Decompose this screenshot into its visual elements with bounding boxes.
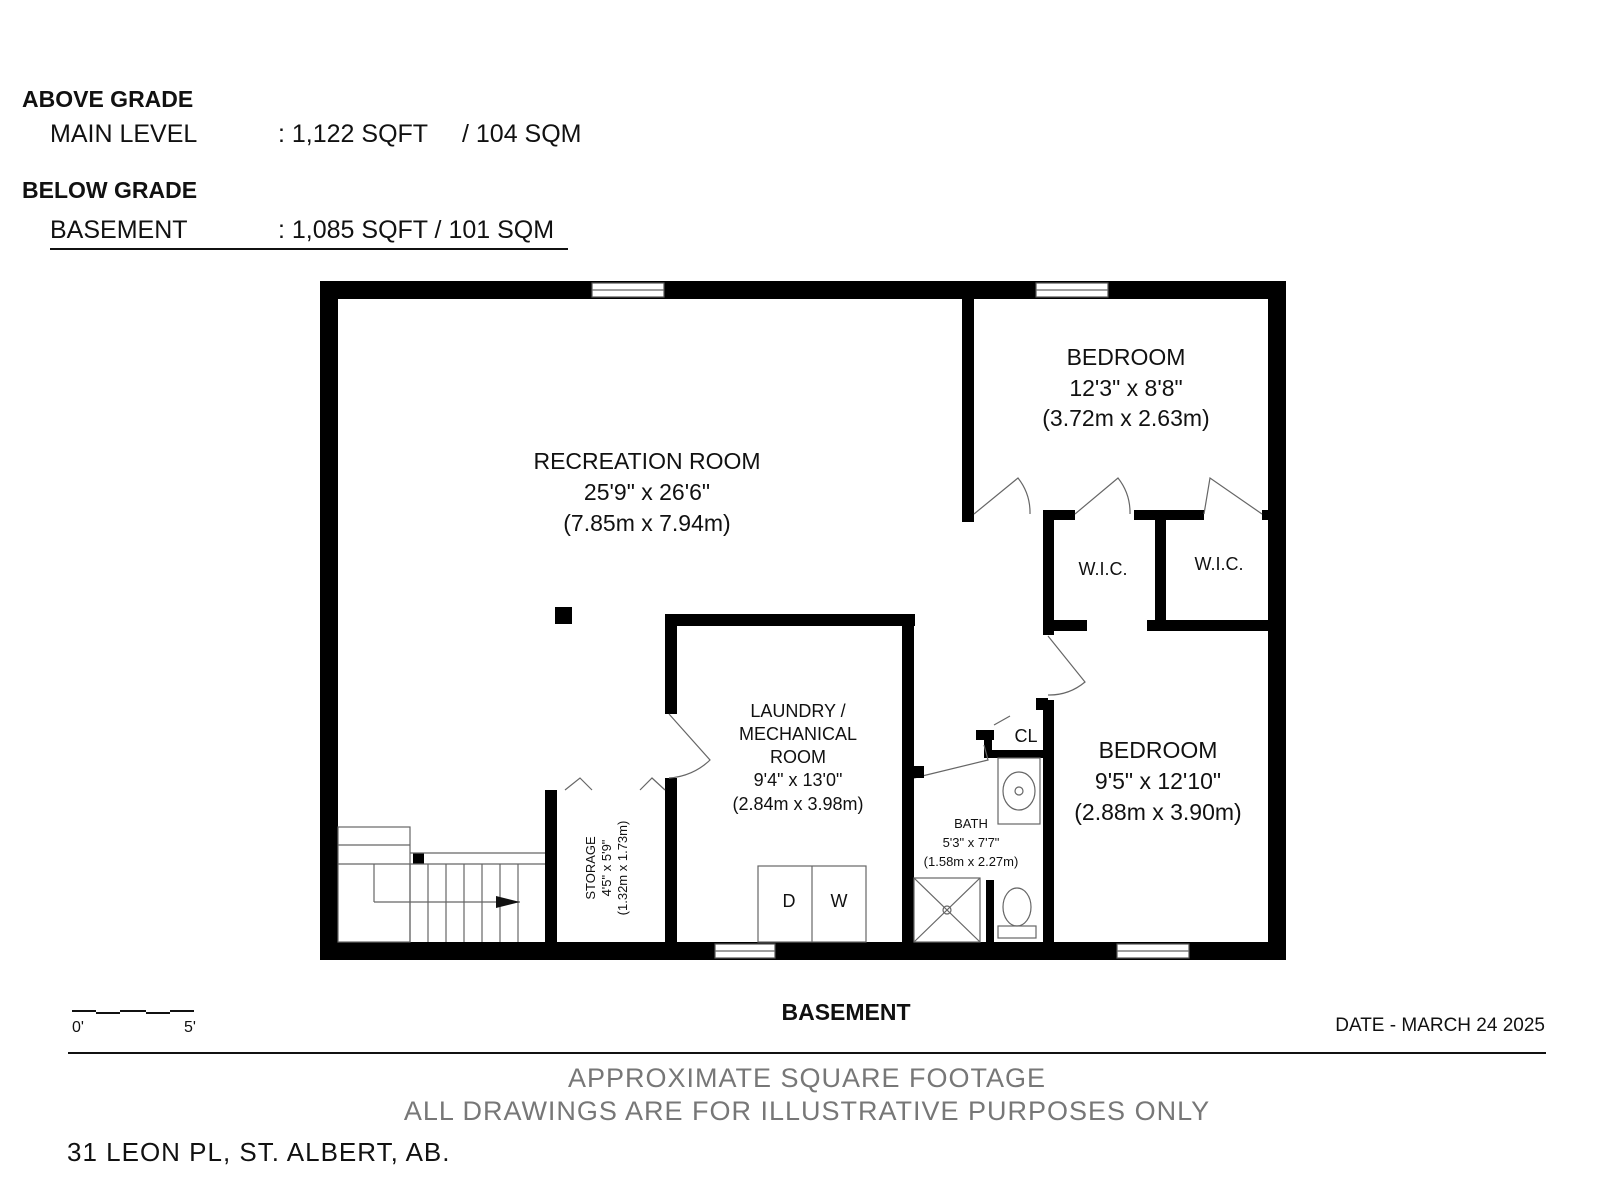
bedroom-bottom-name: BEDROOM — [1099, 737, 1218, 763]
basement-area-value: : 1,085 SQFT / 101 SQM — [278, 216, 554, 244]
windows — [591, 282, 1190, 959]
laundry-name-line3: ROOM — [770, 747, 826, 767]
stair-arrow-icon — [496, 896, 520, 908]
basement-label: BASEMENT — [50, 216, 188, 244]
sink-icon — [1002, 771, 1036, 811]
outer-wall-top — [320, 281, 1286, 299]
recreation-room-name: RECREATION ROOM — [533, 448, 760, 474]
bath-top-wall — [990, 750, 1045, 758]
disclaimer-line-2: ALL DRAWINGS ARE FOR ILLUSTRATIVE PURPOS… — [404, 1096, 1210, 1126]
wic-divider-wall — [1155, 520, 1166, 628]
bedroom-top-metric: (3.72m x 2.63m) — [1042, 405, 1209, 431]
bedroom-bottom-metric: (2.88m x 3.90m) — [1074, 799, 1241, 825]
main-level-sqm: / 104 SQM — [462, 120, 582, 148]
recreation-room-metric: (7.85m x 7.94m) — [563, 510, 730, 536]
main-level-label: MAIN LEVEL — [50, 120, 197, 148]
dryer-label: D — [783, 891, 796, 911]
property-address: 31 LEON PL, ST. ALBERT, AB. — [67, 1137, 450, 1167]
storage-name: STORAGE — [583, 836, 598, 900]
bedroom-top-imperial: 12'3" x 8'8" — [1069, 375, 1182, 401]
bedroom-top-name: BEDROOM — [1067, 344, 1186, 370]
recreation-room-imperial: 25'9" x 26'6" — [584, 479, 710, 505]
toilet-tank — [997, 925, 1037, 939]
main-level-sqft: : 1,122 SQFT — [278, 120, 428, 148]
disclaimer-line-1: APPROXIMATE SQUARE FOOTAGE — [568, 1063, 1046, 1093]
storage-left-wall — [545, 790, 557, 942]
washer-label: W — [831, 891, 848, 911]
outer-wall-right — [1268, 281, 1286, 960]
door-wic-left — [1074, 477, 1131, 515]
support-column — [555, 607, 572, 624]
closet-left-wall — [984, 730, 992, 758]
drawing-date: DATE - MARCH 24 2025 — [1335, 1015, 1545, 1036]
bedroom-top-bottom-wall-c — [1262, 510, 1270, 520]
bedroom-top-left-wall — [962, 299, 974, 522]
laundry-metric: (2.84m x 3.98m) — [732, 794, 863, 814]
door-bedroom-bottom — [1047, 635, 1086, 696]
shower-drain-icon — [942, 905, 952, 915]
wic-right-bottom-wall — [1147, 620, 1268, 631]
bath-name: BATH — [954, 816, 988, 831]
bath-metric: (1.58m x 2.27m) — [924, 854, 1019, 869]
bedroom-bottom-left-wall — [1043, 700, 1054, 942]
wic-left-label: W.I.C. — [1079, 559, 1128, 579]
closet-jamb — [976, 730, 994, 740]
footer-rule — [68, 1052, 1546, 1054]
laundry-left-wall-lower — [665, 778, 677, 942]
laundry-imperial: 9'4" x 13'0" — [754, 770, 843, 790]
outer-wall-left — [320, 281, 338, 960]
above-grade-heading: ABOVE GRADE — [22, 86, 193, 112]
door-closet — [993, 715, 1011, 726]
fixtures — [757, 757, 1041, 943]
basement-underline — [50, 248, 568, 250]
door-bedroom-top-main — [973, 477, 1031, 515]
doors — [564, 476, 1263, 791]
door-storage-left — [564, 777, 593, 791]
closet-label: CL — [1014, 726, 1037, 746]
vanity — [997, 757, 1041, 825]
bath-door-jamb — [912, 766, 924, 778]
bedroom-bottom-imperial: 9'5" x 12'10" — [1095, 768, 1221, 794]
bedroom-top-bottom-wall-b — [1134, 510, 1204, 520]
toilet-divider-wall — [986, 880, 994, 942]
door-storage-right — [639, 777, 666, 791]
laundry-name-line2: MECHANICAL — [739, 724, 857, 744]
scale-bar: 0' 5' — [72, 1010, 196, 1036]
door-jamb-bedroom-bottom — [1036, 698, 1048, 710]
bedroom-top-bottom-wall-a — [1043, 510, 1075, 520]
laundry-name-line1: LAUNDRY / — [750, 701, 845, 721]
storage-imperial: 4'5" x 5'9" — [599, 839, 614, 896]
door-wic-right — [1203, 476, 1263, 515]
walls — [320, 281, 1286, 960]
shower-stall — [913, 877, 981, 943]
bath-imperial: 5'3" x 7'7" — [943, 835, 1000, 850]
outer-wall-bottom — [320, 942, 1286, 960]
stairs — [337, 826, 545, 943]
laundry-top-wall — [665, 614, 915, 626]
door-bath — [913, 744, 989, 779]
room-labels: RECREATION ROOM 25'9" x 26'6" (7.85m x 7… — [533, 344, 1243, 915]
storage-metric: (1.32m x 1.73m) — [615, 821, 630, 916]
level-title: BASEMENT — [781, 999, 910, 1025]
wic-left-outer-wall — [1043, 520, 1054, 635]
stair-post — [413, 853, 424, 864]
door-laundry — [668, 713, 711, 779]
scale-start-label: 0' — [72, 1019, 84, 1036]
laundry-left-wall-upper — [665, 614, 677, 714]
storage-label-group: STORAGE 4'5" x 5'9" (1.32m x 1.73m) — [583, 821, 630, 916]
wic-right-label: W.I.C. — [1195, 554, 1244, 574]
toilet-icon — [1002, 887, 1032, 927]
below-grade-heading: BELOW GRADE — [22, 177, 197, 203]
area-summary: ABOVE GRADE MAIN LEVEL : 1,122 SQFT / 10… — [22, 86, 582, 250]
scale-end-label: 5' — [184, 1019, 196, 1036]
wic-left-bottom-wall — [1043, 620, 1087, 631]
laundry-right-wall — [902, 614, 914, 942]
